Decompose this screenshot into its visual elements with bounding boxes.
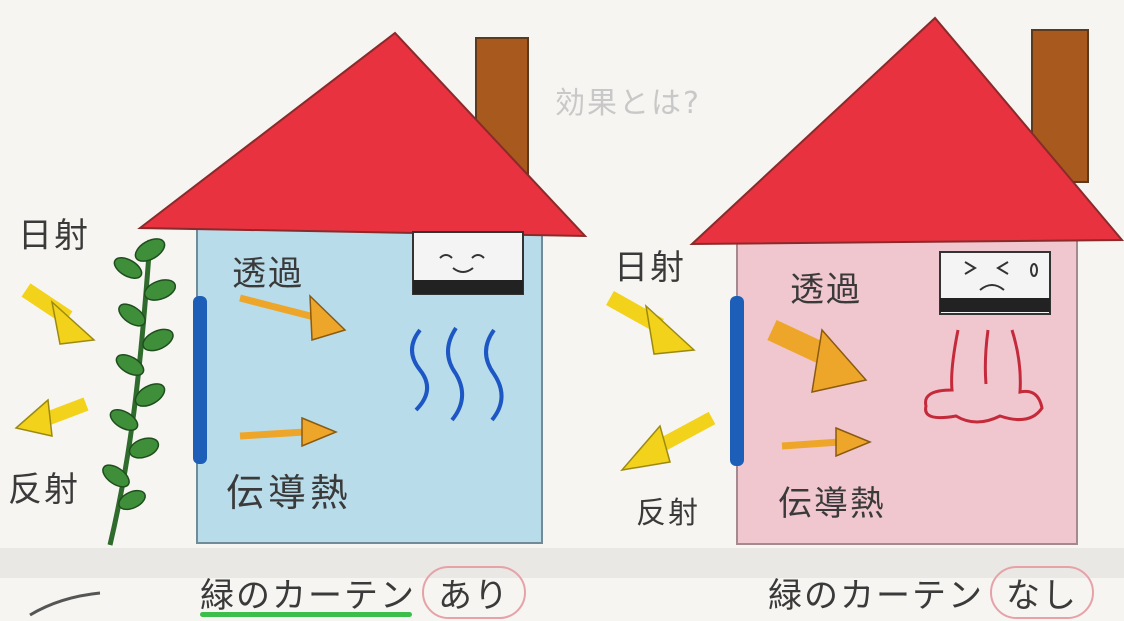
right-transmission-label: 透過 <box>790 270 862 310</box>
right-aircon-vent <box>940 298 1050 312</box>
corner-scribble <box>29 591 101 617</box>
right-reflection-label: 反射 <box>636 496 700 531</box>
cool-air-waves <box>410 326 504 422</box>
right-transmission-arrow <box>767 320 868 393</box>
right-window-blue <box>730 296 744 466</box>
left-reflection-arrow <box>14 397 89 437</box>
right-sunlight-arrow <box>606 291 696 355</box>
left-transmission-arrow <box>239 294 347 341</box>
top-note: 効果とは? <box>555 86 701 121</box>
left-caption-tag: あり <box>422 566 526 619</box>
right-sunlight-label: 日射 <box>614 248 686 288</box>
left-conduction-label: 伝導熱 <box>226 471 353 515</box>
right-caption: 緑のカーテンなし <box>768 566 1094 619</box>
right-reflection-arrow <box>620 411 716 472</box>
right-caption-main: 緑のカーテン <box>768 576 984 616</box>
left-conduction-arrow <box>239 416 338 448</box>
right-caption-tag: なし <box>990 566 1094 619</box>
left-aircon-vent <box>413 280 523 294</box>
green-curtain-plant <box>102 238 177 546</box>
left-house <box>137 31 588 544</box>
left-sunlight-arrow <box>21 283 96 345</box>
right-roof <box>689 16 1124 246</box>
ground <box>0 548 1124 578</box>
left-transmission-label: 透過 <box>232 254 304 294</box>
left-window-blue <box>193 296 207 464</box>
right-conduction-arrow <box>781 426 872 458</box>
left-roof <box>137 31 588 238</box>
sad-face-icon <box>964 261 1038 291</box>
left-sunlight-label: 日射 <box>18 216 90 256</box>
green-underline <box>200 612 412 617</box>
left-caption-main: 緑のカーテン <box>200 576 416 616</box>
right-conduction-label: 伝導熱 <box>778 484 886 524</box>
left-reflection-label: 反射 <box>8 470 80 510</box>
hot-air-puffs <box>924 329 1044 424</box>
right-house <box>689 16 1124 545</box>
left-caption: 緑のカーテンあり <box>200 566 526 619</box>
smile-face-icon <box>439 254 485 273</box>
